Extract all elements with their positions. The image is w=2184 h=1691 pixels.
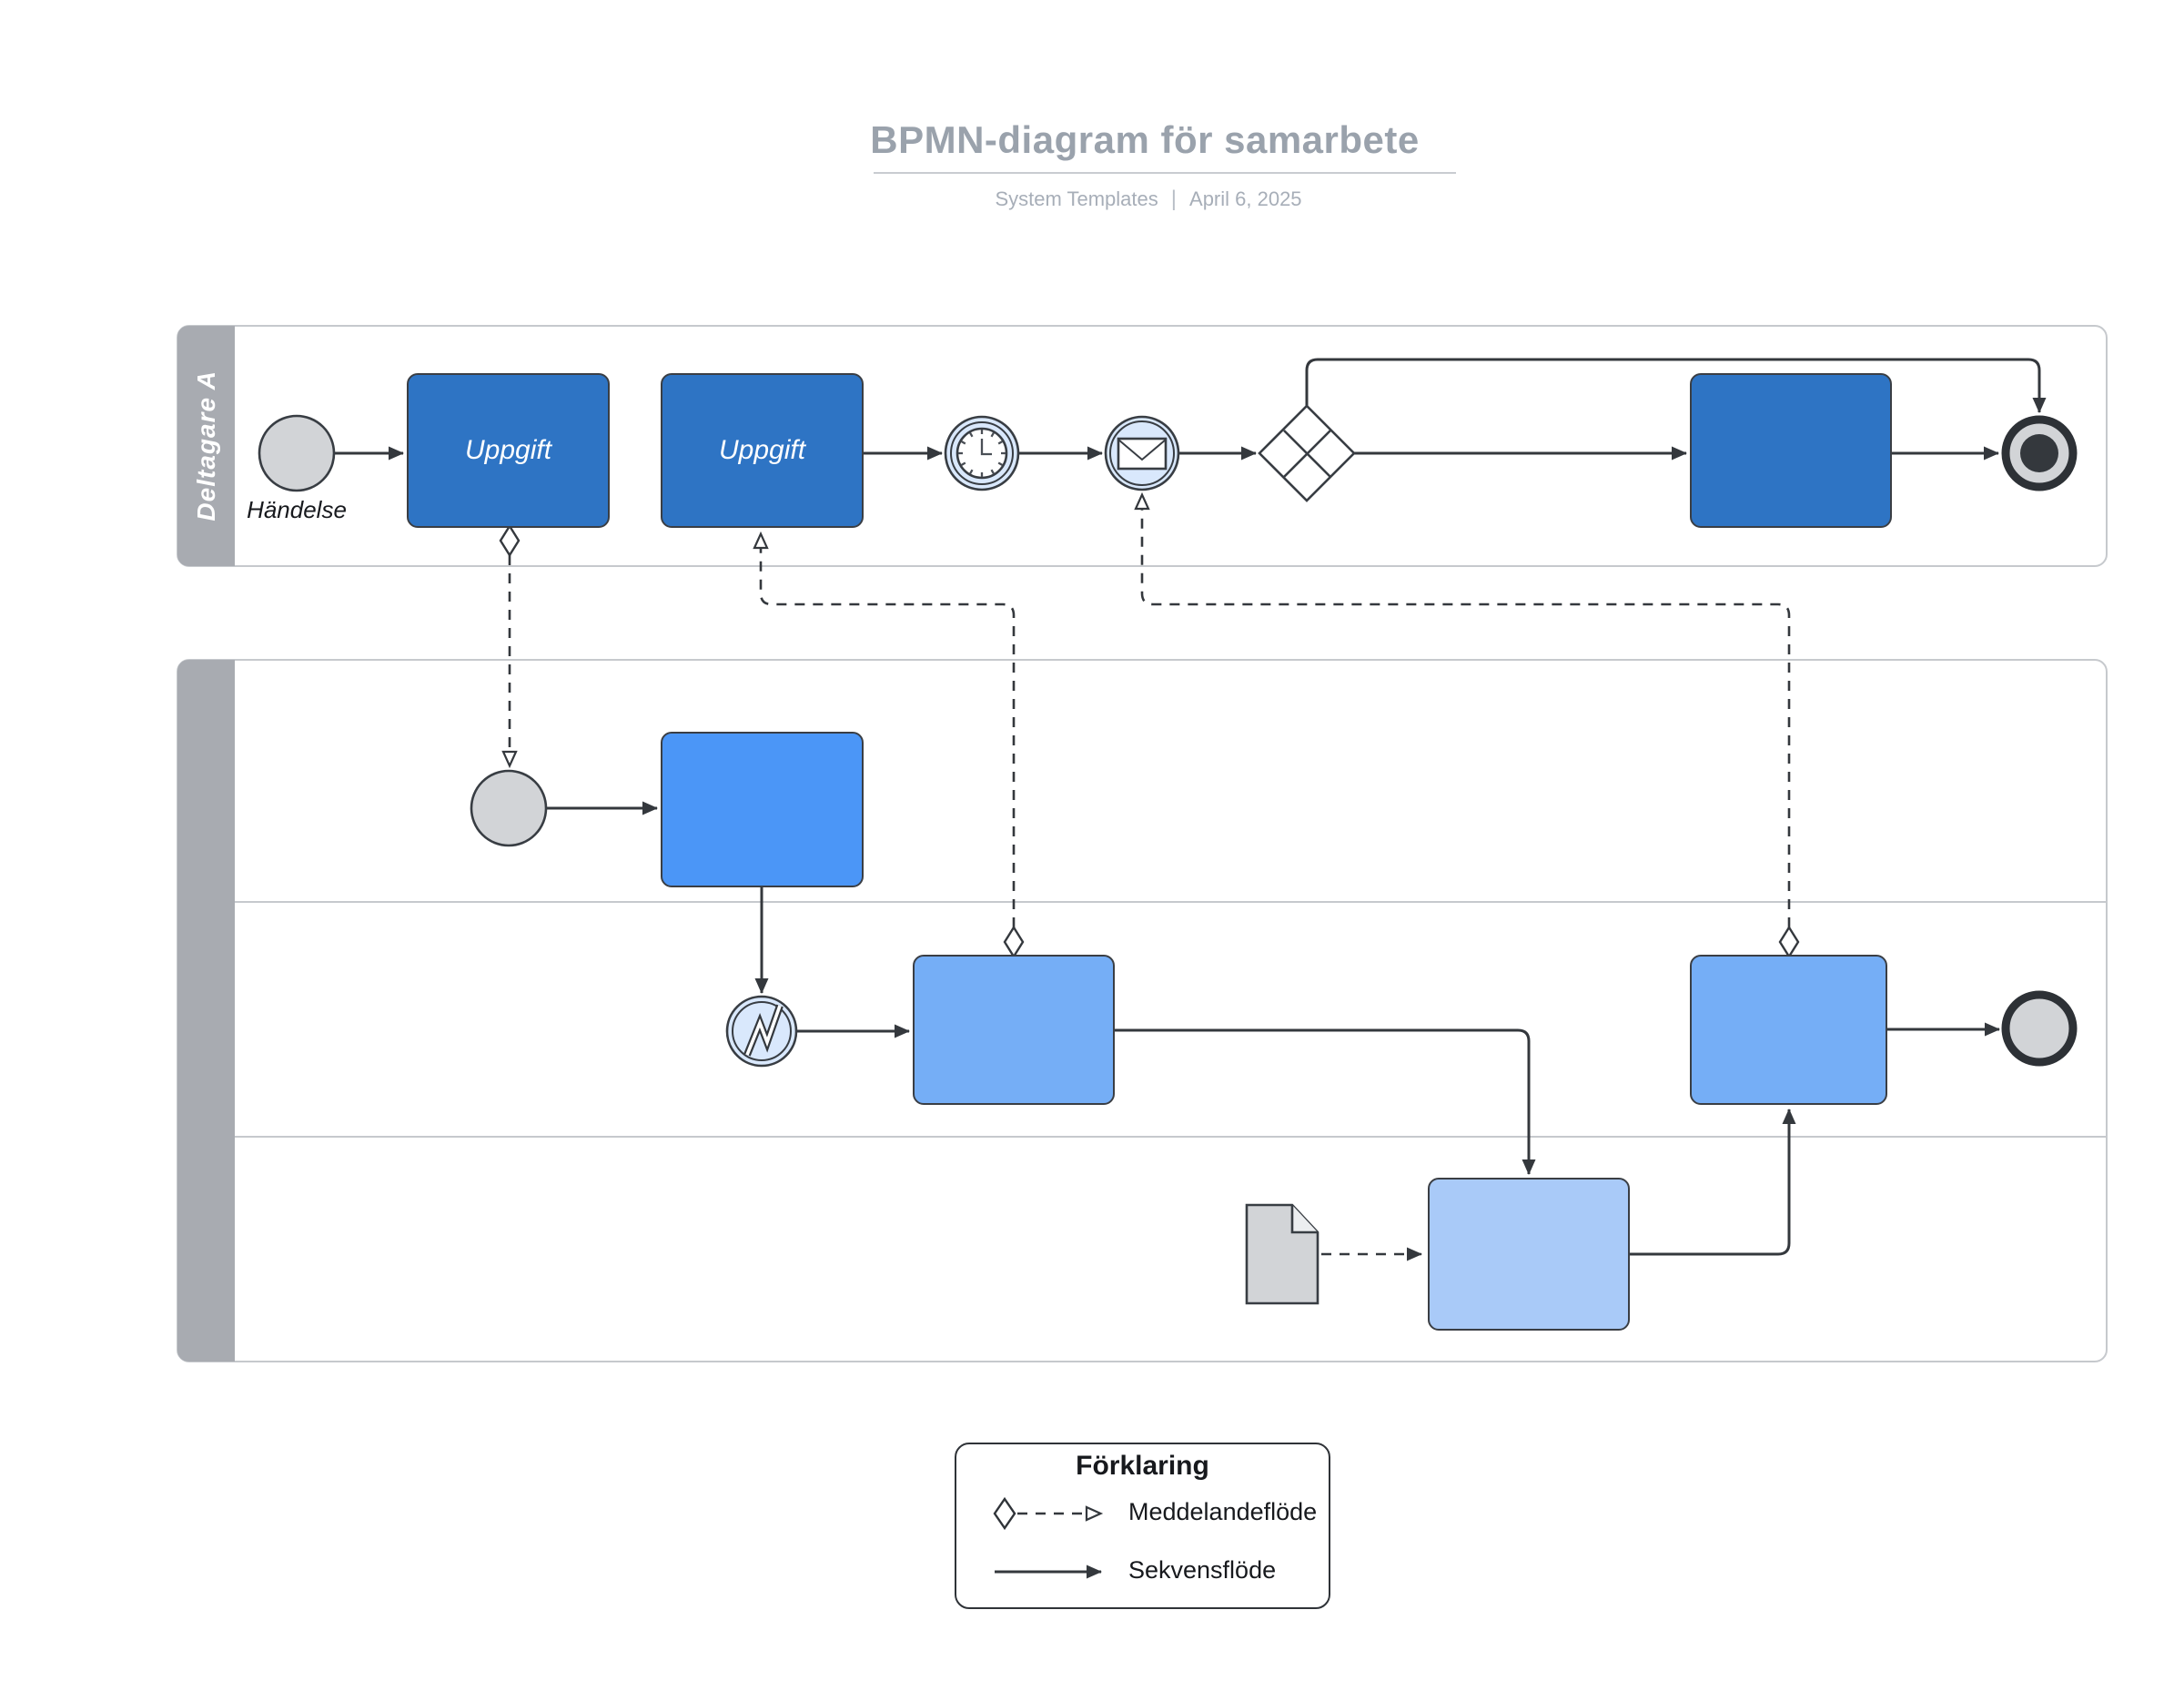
task-uppgift-2[interactable]: Uppgift bbox=[661, 373, 864, 528]
x-gateway-icon bbox=[1283, 430, 1331, 478]
lightning-icon bbox=[743, 1004, 784, 1057]
sequence-flow-task7-to-task6[interactable] bbox=[1630, 1109, 1796, 1256]
start-event-pool-a[interactable] bbox=[258, 414, 336, 492]
task-uppgift-2-label: Uppgift bbox=[718, 435, 806, 465]
start-event-pool-b[interactable] bbox=[470, 769, 548, 847]
message-intermediate-event[interactable] bbox=[1104, 415, 1180, 491]
task-lane1-unlabeled[interactable] bbox=[661, 732, 864, 887]
lane-separator-1 bbox=[235, 901, 2106, 903]
task-lane3-unlabeled[interactable] bbox=[1428, 1178, 1630, 1331]
pool-b-header-band[interactable] bbox=[177, 660, 235, 1362]
clock-icon bbox=[958, 430, 1006, 477]
legend-item-sequence-flow: Sekvensflöde bbox=[1128, 1556, 1277, 1584]
task-lane2-right-unlabeled[interactable] bbox=[1690, 955, 1887, 1105]
title-underline bbox=[874, 172, 1456, 174]
envelope-icon bbox=[1117, 437, 1168, 471]
page-title: BPMN-diagram för samarbete bbox=[870, 118, 1420, 161]
page-subtitle: System Templates | April 6, 2025 bbox=[784, 187, 1512, 212]
subtitle-date: April 6, 2025 bbox=[1189, 187, 1302, 210]
task-uppgift-1[interactable]: Uppgift bbox=[407, 373, 610, 528]
message-flow-source-diamond-task1 bbox=[499, 523, 521, 558]
pool-a-header-band[interactable]: Deltagare A bbox=[177, 326, 235, 566]
end-event-pool-a[interactable] bbox=[2001, 415, 2078, 491]
sequence-flow-task5-to-task7[interactable] bbox=[1115, 1028, 1536, 1175]
sequence-flow-gateway-loop-to-end[interactable] bbox=[1305, 358, 2047, 413]
message-flow-task5-to-task2[interactable] bbox=[753, 531, 1016, 927]
pool-b[interactable] bbox=[177, 659, 2108, 1362]
exclusive-gateway[interactable] bbox=[1258, 404, 1356, 502]
legend-box bbox=[955, 1443, 1330, 1609]
signal-intermediate-event[interactable] bbox=[725, 995, 798, 1068]
pool-deltagare-a[interactable]: Deltagare A bbox=[177, 325, 2108, 567]
start-event-label: Händelse bbox=[247, 496, 347, 523]
message-flow-source-diamond-task6 bbox=[1778, 925, 1800, 959]
legend-title: Förklaring bbox=[1076, 1451, 1209, 1481]
message-flow-task6-to-message-event[interactable] bbox=[1134, 491, 1791, 927]
timer-intermediate-event[interactable] bbox=[944, 415, 1020, 491]
legend-message-flow-sample bbox=[993, 1496, 1104, 1531]
task-pool-a-unlabeled[interactable] bbox=[1690, 373, 1892, 528]
document-icon[interactable] bbox=[1245, 1203, 1320, 1305]
subtitle-source: System Templates bbox=[995, 187, 1158, 210]
end-event-pool-b[interactable] bbox=[2001, 990, 2078, 1067]
message-flow-source-diamond-task5 bbox=[1003, 925, 1025, 959]
subtitle-separator: | bbox=[1170, 187, 1178, 211]
task-uppgift-1-label: Uppgift bbox=[464, 435, 552, 465]
legend-item-message-flow: Meddelandeflöde bbox=[1128, 1498, 1318, 1525]
lane-separator-2 bbox=[235, 1136, 2106, 1138]
task-lane2-left-unlabeled[interactable] bbox=[913, 955, 1115, 1105]
